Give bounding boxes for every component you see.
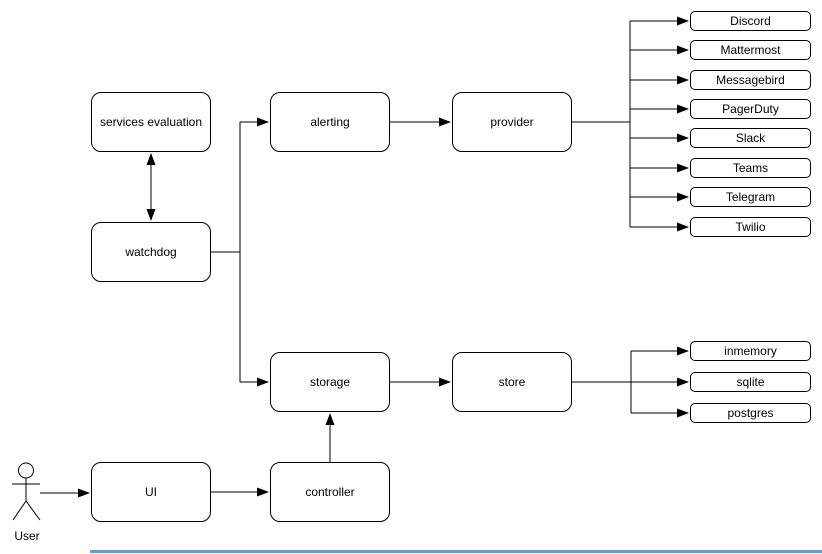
leaf-telegram: Telegram: [690, 187, 811, 207]
leaf-inmemory-label: inmemory: [724, 344, 777, 358]
user-actor-icon: [12, 462, 41, 521]
leaf-sqlite-label: sqlite: [736, 375, 765, 389]
leaf-pagerduty-label: PagerDuty: [722, 102, 779, 116]
node-store: store: [452, 352, 572, 412]
node-services-evaluation-label: services evaluation: [99, 115, 203, 129]
leaf-telegram-label: Telegram: [725, 190, 776, 204]
leaf-messagebird-label: Messagebird: [716, 73, 785, 87]
leaf-twilio: Twilio: [690, 217, 811, 237]
leaf-messagebird: Messagebird: [690, 70, 811, 90]
node-alerting: alerting: [270, 92, 390, 152]
leaf-inmemory: inmemory: [690, 341, 811, 361]
node-store-label: store: [498, 375, 526, 389]
user-actor-label: User: [14, 529, 40, 543]
node-storage: storage: [270, 352, 390, 412]
leaf-sqlite: sqlite: [690, 372, 811, 392]
node-ui: UI: [91, 462, 211, 522]
node-watchdog-label: watchdog: [125, 245, 177, 259]
node-controller-label: controller: [305, 485, 355, 499]
leaf-postgres-label: postgres: [727, 406, 774, 420]
node-ui-label: UI: [145, 485, 157, 499]
leaf-teams: Teams: [690, 158, 811, 178]
leaf-mattermost-label: Mattermost: [720, 43, 781, 57]
leaf-postgres: postgres: [690, 403, 811, 423]
node-controller: controller: [270, 462, 390, 522]
leaf-twilio-label: Twilio: [735, 220, 766, 234]
leaf-discord-label: Discord: [730, 14, 771, 28]
leaf-slack-label: Slack: [735, 131, 766, 145]
leaf-discord: Discord: [690, 11, 811, 31]
node-storage-label: storage: [309, 375, 351, 389]
node-services-evaluation: services evaluation: [91, 92, 211, 152]
node-alerting-label: alerting: [310, 115, 350, 129]
bottom-accent-line: [90, 550, 822, 553]
leaf-mattermost: Mattermost: [690, 40, 811, 60]
leaf-slack: Slack: [690, 128, 811, 148]
leaf-teams-label: Teams: [732, 161, 769, 175]
node-provider-label: provider: [490, 115, 534, 129]
node-watchdog: watchdog: [91, 222, 211, 282]
leaf-pagerduty: PagerDuty: [690, 99, 811, 119]
node-provider: provider: [452, 92, 572, 152]
